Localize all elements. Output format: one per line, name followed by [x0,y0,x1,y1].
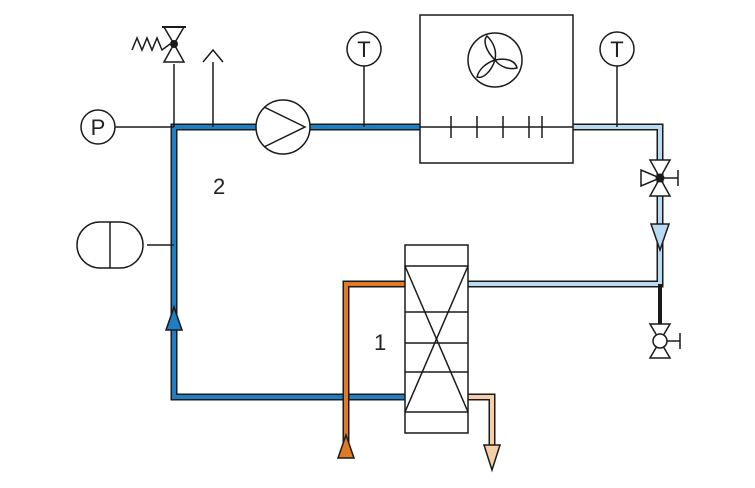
pressure-gauge: P [80,109,174,145]
expansion-vessel [76,221,174,269]
drain-valve [648,323,681,359]
flow-arrow-lightorange-down [482,444,502,473]
pipe-supply-blue [170,123,420,401]
circuit-number-label: 2 [213,174,225,199]
coil-fins [450,116,543,138]
air-vent [202,48,224,127]
control-valve [640,159,679,197]
temp-sensor-right-label: T [610,37,623,62]
air-cooler-unit [419,14,574,164]
flow-arrow-lightblue-down [649,223,671,253]
temp-sensor-left: T [346,31,382,127]
heat-exchanger-number-label: 1 [374,330,386,355]
temp-sensor-right: T [599,31,635,127]
temp-sensor-left-label: T [357,37,370,62]
fan-icon [467,32,523,88]
flow-arrow-orange-up [336,432,356,459]
circulation-pump [255,99,311,155]
pipe-primary-outlet-lightorange [468,393,496,445]
flow-arrow-blue-up [164,304,184,331]
pipe-primary-inlet-orange [342,280,405,455]
heat-exchanger [404,244,469,434]
safety-valve [131,26,186,127]
pressure-gauge-label: P [91,115,106,140]
